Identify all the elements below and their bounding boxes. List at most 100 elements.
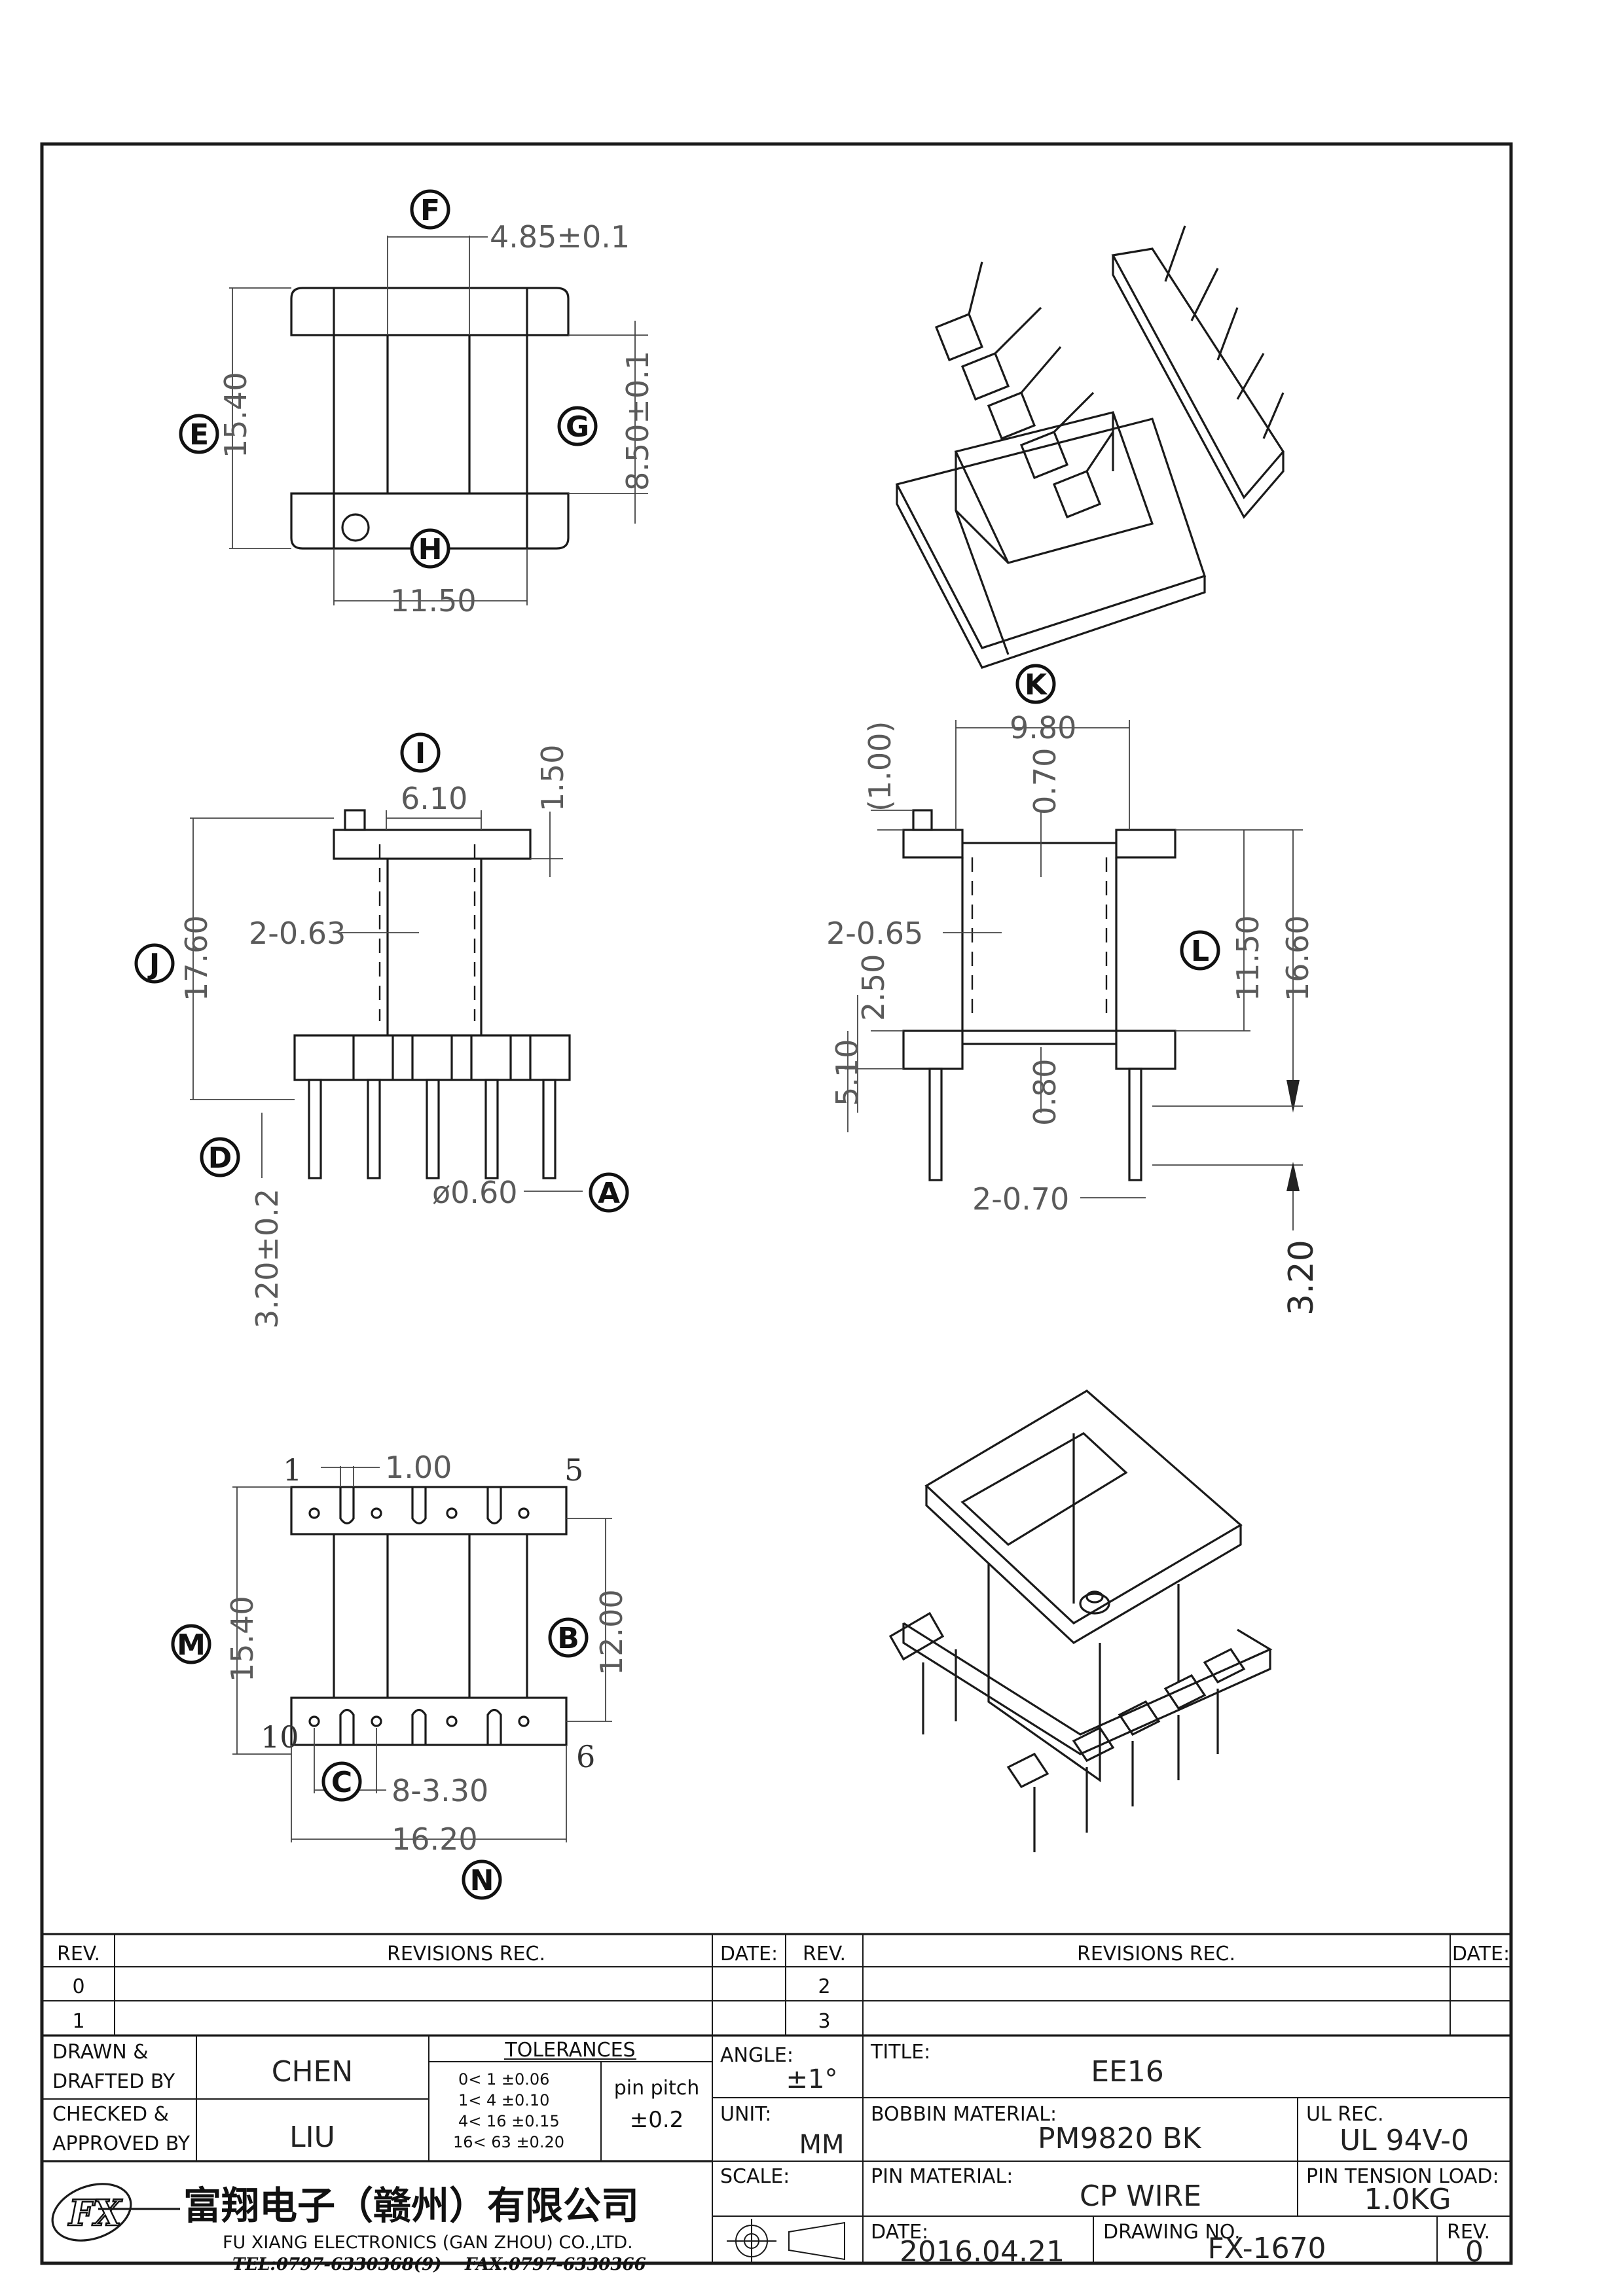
- ul-value: UL 94V-0: [1340, 2124, 1469, 2157]
- pin-pitch-label: pin pitch: [614, 2077, 700, 2100]
- label-j: J: [147, 948, 160, 981]
- logo-text: FX: [67, 2192, 122, 2234]
- tol-row-3: 16< 63 ±0.20: [453, 2133, 564, 2151]
- label-d: D: [208, 1141, 232, 1175]
- dim-c-text: 8-3.30: [392, 1773, 488, 1808]
- dim-l-text: 11.50: [1230, 915, 1266, 1001]
- tolerances-label: TOLERANCES: [504, 2039, 635, 2062]
- date-header-right: DATE:: [1452, 1943, 1510, 1965]
- label-c: C: [331, 1766, 352, 1799]
- tension-label: PIN TENSION LOAD:: [1306, 2165, 1499, 2188]
- drawn-label: DRAWN &: [52, 2041, 149, 2064]
- projection-symbol: [712, 2215, 863, 2263]
- label-k: K: [1025, 668, 1048, 702]
- company-fax: FAX:0797-6330366: [464, 2255, 646, 2274]
- dim-k-text: 9.80: [1010, 710, 1076, 745]
- label-e: E: [189, 418, 209, 452]
- dim-i-text: 6.10: [401, 781, 467, 816]
- iso-top-flange: [924, 1390, 1243, 1624]
- unit-value: MM: [799, 2130, 844, 2160]
- label-f: F: [420, 194, 440, 227]
- sheet-border: [40, 142, 1513, 2265]
- dim-j-text: 17.60: [179, 915, 214, 1001]
- rev-header-left: REV.: [57, 1943, 100, 1965]
- dim-320-text: 3.20: [1282, 1240, 1321, 1316]
- dim-080-text: 0.80: [1027, 1059, 1063, 1126]
- drawn-by-value: CHEN: [272, 2055, 354, 2089]
- dim-1660-text: 16.60: [1280, 915, 1315, 1001]
- drafted-label: DRAFTED BY: [52, 2070, 175, 2093]
- bottom-flange: [290, 492, 570, 550]
- drawing-no-label: DRAWING NO.: [1103, 2221, 1241, 2244]
- approved-by-value: LIU: [289, 2121, 335, 2154]
- pin-10-label: 10: [261, 1719, 299, 1755]
- label-n: N: [470, 1864, 494, 1897]
- tol-row-0: 0< 1 ±0.06: [458, 2070, 549, 2089]
- rev-row-0: 0: [72, 1975, 84, 1998]
- unit-label: UNIT:: [720, 2103, 771, 2126]
- pin-pitch-value: ±0.2: [630, 2107, 684, 2133]
- side-top-flange: [333, 829, 532, 860]
- revisions-header-left: REVISIONS REC.: [387, 1943, 545, 1965]
- rev-row-2: 2: [818, 1975, 830, 1998]
- dim-f-text: 4.85±0.1: [490, 219, 630, 255]
- date-value: 2016.04.21: [900, 2235, 1065, 2269]
- dim-flange-text: 1.50: [535, 745, 570, 812]
- label-h: H: [418, 533, 443, 566]
- rev-row-1: 1: [72, 2010, 84, 2033]
- side-bottom-flange: [293, 1034, 571, 1081]
- checked-label: CHECKED &: [52, 2103, 169, 2126]
- angle-value: ±1°: [786, 2064, 838, 2094]
- dim-ref-text: (1.00): [862, 721, 898, 812]
- iso-base: [895, 418, 1207, 649]
- pin-5-label: 5: [564, 1452, 583, 1488]
- rev-value: 0: [1465, 2235, 1484, 2269]
- dim-510-text: 5.10: [830, 1039, 865, 1106]
- rev-row-3: 3: [818, 2010, 830, 2033]
- tol-row-2: 4< 16 ±0.15: [458, 2112, 560, 2130]
- dim-slot2-text: 2-0.65: [826, 916, 923, 951]
- ul-label: UL REC.: [1306, 2103, 1384, 2126]
- revisions-header-right: REVISIONS REC.: [1077, 1943, 1235, 1965]
- iso-view-bottom: [888, 1390, 1273, 1852]
- title-block: REV. REVISIONS REC. DATE: REV. REVISIONS…: [42, 1933, 1511, 2274]
- dim-e-text: 15.40: [218, 372, 253, 458]
- bottom-view: 1 5 10 6 1.00 15.40 12.00 8-3.30 16.20: [225, 1450, 629, 1857]
- iso-view-top: [895, 225, 1285, 669]
- bobbin-value: PM9820 BK: [1038, 2122, 1202, 2155]
- dim-d-text: 3.20±0.2: [249, 1189, 285, 1329]
- dim-n-text: 16.20: [392, 1821, 478, 1857]
- company-name-en: FU XIANG ELECTRONICS (GAN ZHOU) CO.,LTD.: [223, 2233, 633, 2253]
- dim-g-text: 8.50±0.1: [620, 351, 655, 491]
- label-a: A: [598, 1177, 620, 1210]
- rev-header-right: REV.: [803, 1943, 846, 1965]
- company-name-cn: 富翔电子（赣州）有限公司: [183, 2183, 639, 2228]
- company-tel: TEL:0797-6330368(9): [232, 2255, 442, 2274]
- date-header-left: DATE:: [720, 1943, 778, 1965]
- side-view: 6.10 1.50 2-0.63 17.60 3.20±0.2 ø0.60: [179, 745, 583, 1329]
- dim-100-text: 1.00: [385, 1450, 452, 1485]
- circled-labels: F E G H K I J D A L M B C N: [134, 189, 1220, 1900]
- title-value: EE16: [1091, 2055, 1164, 2089]
- pin-one-mark: [341, 513, 370, 542]
- company-logo: FX: [51, 2183, 180, 2242]
- pin-material-value: CP WIRE: [1080, 2179, 1201, 2213]
- tol-row-1: 1< 4 ±0.10: [458, 2091, 549, 2109]
- pin-material-label: PIN MATERIAL:: [871, 2165, 1013, 2188]
- angle-label: ANGLE:: [720, 2044, 793, 2067]
- bobbin-label: BOBBIN MATERIAL:: [871, 2103, 1057, 2126]
- title-label: TITLE:: [870, 2041, 930, 2064]
- top-flange: [290, 287, 570, 336]
- pin-6-label: 6: [576, 1739, 595, 1774]
- iso-pin-rail: [1111, 247, 1285, 499]
- dim-b-text: 12.00: [594, 1589, 629, 1676]
- bottom-top-flange: [290, 1486, 568, 1535]
- dim-m-text: 15.40: [225, 1596, 260, 1682]
- dim-slot-text: 2-0.63: [249, 916, 346, 951]
- label-b: B: [557, 1622, 579, 1655]
- dim-pins-text: 2-0.70: [972, 1181, 1069, 1217]
- rev-label: REV.: [1447, 2221, 1490, 2244]
- dim-250-text: 2.50: [856, 954, 891, 1021]
- label-m: M: [177, 1628, 206, 1662]
